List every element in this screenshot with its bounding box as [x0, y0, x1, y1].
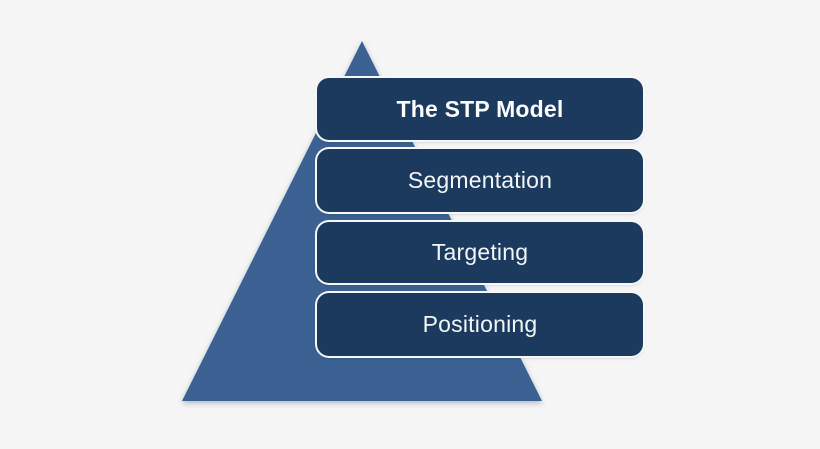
bar-targeting-label: Targeting: [431, 239, 529, 265]
bar-segmentation-label: Segmentation: [407, 167, 553, 193]
bar-positioning-label: Positioning: [422, 311, 538, 337]
bar-positioning: Positioning: [317, 293, 643, 356]
diagram-title: The STP Model: [396, 95, 564, 122]
title-bar: The STP Model: [317, 78, 643, 140]
bar-segmentation: Segmentation: [317, 149, 643, 212]
bar-targeting: Targeting: [317, 222, 643, 283]
